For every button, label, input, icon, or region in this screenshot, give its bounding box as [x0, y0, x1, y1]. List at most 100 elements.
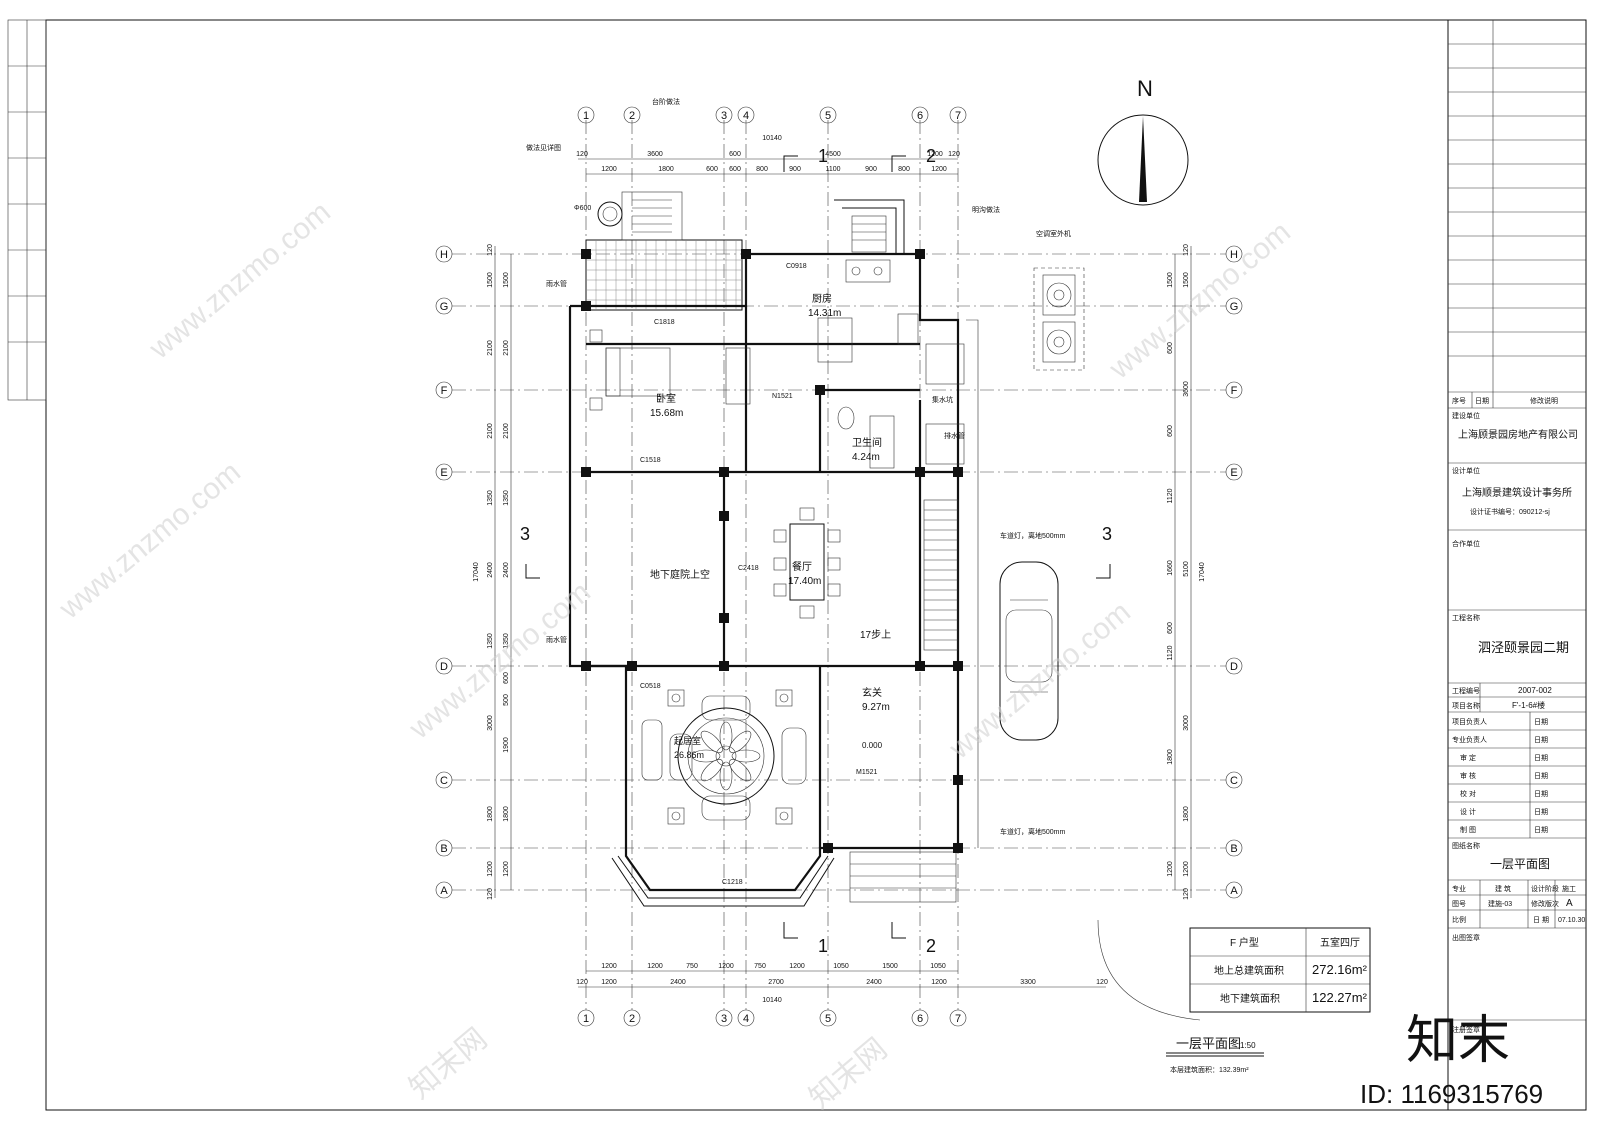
dim-bottom-row1-7: 120	[1096, 979, 1108, 986]
column-4	[581, 467, 591, 477]
door-m1521: M1521	[856, 769, 878, 776]
note-stair-up: 17步上	[860, 629, 891, 641]
note-car-light1: 车道灯，离地500mm	[1000, 531, 1066, 540]
grid-bubble-right-C	[1225, 771, 1243, 789]
watermark-5: www.znzmo.com	[1103, 215, 1297, 386]
column-16	[719, 511, 729, 521]
column-12	[953, 661, 963, 671]
rev-label: 修改版次	[1531, 899, 1559, 908]
watermark-1: www.znzmo.com	[143, 195, 337, 366]
dim-top-row2-5: 900	[789, 166, 801, 173]
room-kitchen-area: 14.31m	[808, 308, 841, 319]
dim-left-row2-6: 600	[503, 672, 510, 684]
grid-label-left-C: C	[440, 775, 448, 787]
drawing-title: 一层平面图	[1176, 1036, 1241, 1051]
watermark-4: www.znzmo.com	[943, 595, 1137, 766]
role-date-0: 日期	[1534, 718, 1548, 726]
grid-bubble-bottom-2	[623, 1009, 641, 1027]
note-drain-well: 排水管	[944, 431, 965, 440]
sheet-no-label: 图号	[1452, 900, 1466, 908]
role-date-5: 日期	[1534, 808, 1548, 816]
dim-top-row1-4: 1200	[927, 151, 943, 158]
grid-label-right-E: E	[1230, 467, 1237, 479]
win-c1818: C1818	[654, 319, 675, 326]
grid-bubble-top-2	[623, 106, 641, 124]
grid-label-left-D: D	[440, 661, 448, 673]
column-0	[581, 249, 591, 259]
dim-left-row2-5: 1350	[503, 633, 510, 649]
column-15	[953, 843, 963, 853]
dim-left-row2-7: 500	[503, 694, 510, 706]
rug-petal-270	[719, 721, 733, 751]
designer-label: 设计单位	[1452, 466, 1480, 475]
role-4: 校 对	[1460, 789, 1476, 798]
note-drain1: 雨水管	[546, 279, 567, 288]
stamp-label: 出图签章	[1452, 933, 1480, 942]
room-labels: 厨房 14.31m 卧室 15.68m 卫生间 4.24m 餐厅 17.40m …	[650, 292, 890, 760]
grid-bubble-right-A	[1225, 881, 1243, 899]
dim-left-row2-8: 1900	[503, 737, 510, 753]
column-13	[953, 775, 963, 785]
role-date-1: 日期	[1534, 736, 1548, 744]
win-c0918: C0918	[786, 263, 807, 270]
item-name: F'-1-6#楼	[1512, 700, 1545, 710]
room-courtyard-name: 地下庭院上空	[650, 568, 710, 581]
grid-bubble-top-5	[819, 106, 837, 124]
grid-bubble-right-G	[1225, 297, 1243, 315]
table-row-1-value: 122.27m²	[1312, 990, 1368, 1005]
grid-bubble-top-6	[911, 106, 929, 124]
grid-bubble-bottom-3	[715, 1009, 733, 1027]
dim-top-row2-6: 1100	[825, 166, 840, 173]
grid-bubble-bottom-5	[819, 1009, 837, 1027]
win-c2418: C2418	[738, 565, 759, 572]
grid-bubble-right-E	[1225, 463, 1243, 481]
dim-top-row2-8: 800	[898, 166, 910, 173]
discipline: 建 筑	[1495, 884, 1511, 893]
dim-right-row2-4: 1660	[1167, 560, 1174, 576]
grid-bubble-left-C	[435, 771, 453, 789]
floor-area-note: 本层建筑面积：132.39m²	[1170, 1065, 1249, 1074]
column-2	[915, 249, 925, 259]
column-11	[915, 661, 925, 671]
dim-bottom-row1-2: 2400	[670, 979, 686, 986]
client-name: 上海顾景园房地产有限公司	[1458, 428, 1578, 441]
note-dia: Φ600	[574, 205, 591, 212]
dim-top-total: 10140	[762, 135, 782, 142]
dim-left-row1-9: 1200	[487, 861, 494, 877]
drawing-title-block: 一层平面图 1:50 本层建筑面积：132.39m²	[1166, 1036, 1264, 1074]
dim-left-row2-2: 2100	[503, 423, 510, 439]
dim-top-row2-2: 600	[706, 166, 718, 173]
room-living-area: 26.86m	[674, 750, 704, 760]
note-downspout: 做法见详图	[526, 143, 561, 152]
note-level: 0.000	[862, 741, 883, 750]
section-top-1: 1	[818, 146, 828, 166]
room-foyer-name: 玄关	[862, 686, 882, 699]
dim-right-row1-3: 5100	[1183, 561, 1190, 577]
dim-bottom-row2-6: 1050	[833, 963, 849, 970]
dim-right-row1-4: 3000	[1183, 715, 1190, 731]
dim-bottom-row2-0: 1200	[601, 963, 617, 970]
date-label2: 日 期	[1533, 916, 1549, 924]
grid-label-top-3: 3	[721, 110, 727, 122]
role-0: 项目负责人	[1452, 717, 1487, 726]
outer-frame	[45, 19, 1587, 1111]
dim-top-row1-2: 600	[729, 151, 741, 158]
note-drain2: 雨水管	[546, 635, 567, 644]
table-row-0-value: 272.16m²	[1312, 962, 1368, 977]
dim-top-row2-4: 800	[756, 166, 768, 173]
column-14	[823, 843, 833, 853]
dim-right-row2-5: 600	[1167, 622, 1174, 634]
door-n1521: N1521	[772, 393, 793, 400]
rev-col-no: 序号	[1452, 396, 1466, 405]
win-c1218: C1218	[722, 879, 743, 886]
reg-label: 注册签章	[1452, 1025, 1480, 1034]
note-ac: 空调室外机	[1036, 229, 1071, 238]
dim-left-row2-1: 2100	[503, 340, 510, 356]
dim-bottom-row2-8: 1050	[930, 963, 946, 970]
grid-bubble-right-B	[1225, 839, 1243, 857]
grid-bubble-left-A	[435, 881, 453, 899]
column-1	[741, 249, 751, 259]
grid-label-bottom-3: 3	[721, 1013, 727, 1025]
dim-bottom-row2-7: 1500	[882, 963, 898, 970]
drawing-name-label: 图纸名称	[1452, 841, 1480, 850]
